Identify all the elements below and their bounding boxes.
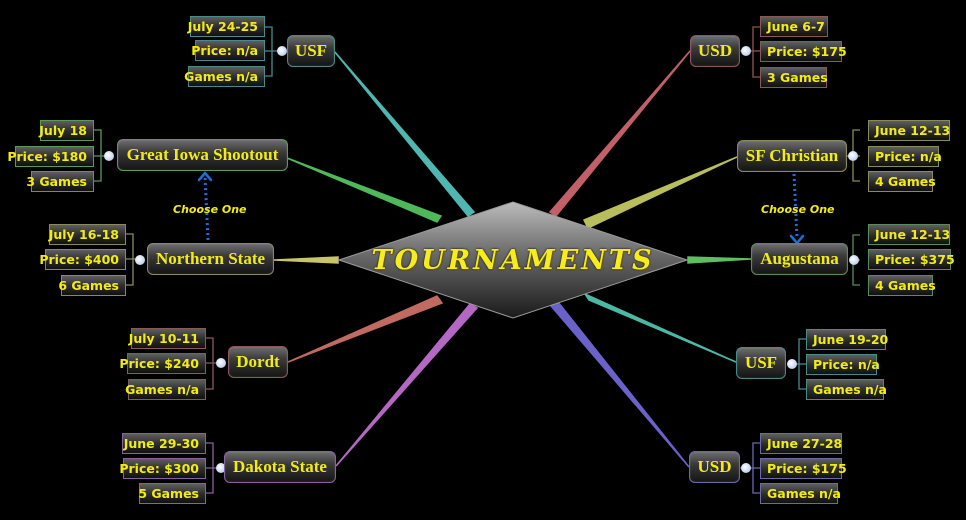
line-usf-top (333, 50, 476, 218)
detail-games[interactable]: Games n/a (125, 379, 206, 400)
line-dordt (287, 295, 444, 363)
detail-date[interactable]: June 12-13 (868, 120, 950, 141)
topic-dordt[interactable]: Dordt (228, 346, 288, 378)
detail-date[interactable]: July 18 (39, 120, 94, 141)
collapse-toggle-icon[interactable] (135, 255, 145, 265)
detail-price[interactable]: Price: $240 (119, 353, 206, 374)
detail-price[interactable]: Price: $300 (119, 458, 206, 479)
line-usd-bottom (549, 301, 690, 468)
arrow-down-icon (789, 234, 805, 245)
detail-date[interactable]: June 12-13 (868, 224, 950, 245)
detail-price[interactable]: Price: n/a (806, 354, 880, 375)
line-usf-bottom (582, 292, 737, 363)
detail-date[interactable]: June 19-20 (806, 329, 888, 350)
topic-great-iowa-shootout[interactable]: Great Iowa Shootout (117, 139, 288, 171)
collapse-toggle-icon[interactable] (216, 463, 226, 473)
arrow-up-icon (197, 171, 213, 182)
detail-date[interactable]: July 10-11 (129, 328, 206, 349)
topic-augustana[interactable]: Augustana (751, 243, 848, 275)
detail-price[interactable]: Price: $175 (760, 458, 847, 479)
topic-usf-top[interactable]: USF (287, 35, 335, 67)
line-sf-christian (582, 156, 738, 229)
line-northern-state (273, 256, 339, 264)
detail-games[interactable]: Games n/a (806, 379, 887, 400)
relation-right-line (792, 173, 799, 239)
detail-games[interactable]: 6 Games (58, 275, 126, 296)
detail-price[interactable]: Price: $180 (7, 146, 94, 167)
detail-games[interactable]: 3 Games (26, 171, 94, 192)
detail-games[interactable]: Games n/a (760, 483, 841, 504)
line-usd-top (548, 50, 691, 218)
detail-date[interactable]: July 24-25 (188, 16, 265, 37)
detail-date[interactable]: July 16-18 (49, 224, 126, 245)
topic-usf-bottom[interactable]: USF (736, 347, 786, 379)
detail-price[interactable]: Price: $375 (868, 249, 955, 270)
collapse-toggle-icon[interactable] (104, 151, 114, 161)
detail-price[interactable]: Price: $400 (39, 249, 126, 270)
topic-northern-state[interactable]: Northern State (147, 243, 274, 275)
detail-price[interactable]: Price: n/a (191, 40, 265, 61)
line-dakota-state (335, 303, 479, 467)
collapse-toggle-icon[interactable] (741, 463, 751, 473)
relation-label-left: Choose One (173, 203, 247, 216)
topic-usd-top[interactable]: USD (690, 35, 740, 67)
collapse-toggle-icon[interactable] (848, 151, 858, 161)
collapse-toggle-icon[interactable] (216, 358, 226, 368)
detail-games[interactable]: 3 Games (760, 67, 828, 88)
central-topic[interactable]: TOURNAMENTS (338, 201, 688, 319)
relation-label-right: Choose One (761, 203, 835, 216)
detail-games[interactable]: 5 Games (138, 483, 206, 504)
detail-date[interactable]: June 27-28 (760, 433, 842, 454)
topic-dakota-state[interactable]: Dakota State (224, 451, 336, 483)
collapse-toggle-icon[interactable] (277, 46, 287, 56)
topic-sf-christian[interactable]: SF Christian (737, 140, 847, 172)
detail-price[interactable]: Price: n/a (868, 146, 942, 167)
detail-games[interactable]: 4 Games (868, 275, 936, 296)
relation-left-line (203, 175, 210, 241)
collapse-toggle-icon[interactable] (741, 46, 751, 56)
detail-games[interactable]: Games n/a (184, 66, 265, 87)
detail-date[interactable]: June 29-30 (122, 433, 206, 454)
topic-usd-bottom[interactable]: USD (689, 451, 740, 483)
detail-price[interactable]: Price: $175 (760, 41, 847, 62)
detail-games[interactable]: 4 Games (868, 171, 936, 192)
diamond-shape (338, 201, 688, 319)
collapse-toggle-icon[interactable] (849, 255, 859, 265)
line-augustana (687, 256, 752, 264)
collapse-toggle-icon[interactable] (787, 359, 797, 369)
line-great-iowa (286, 157, 443, 223)
detail-date[interactable]: June 6-7 (760, 16, 828, 37)
central-title: TOURNAMENTS (371, 244, 655, 276)
